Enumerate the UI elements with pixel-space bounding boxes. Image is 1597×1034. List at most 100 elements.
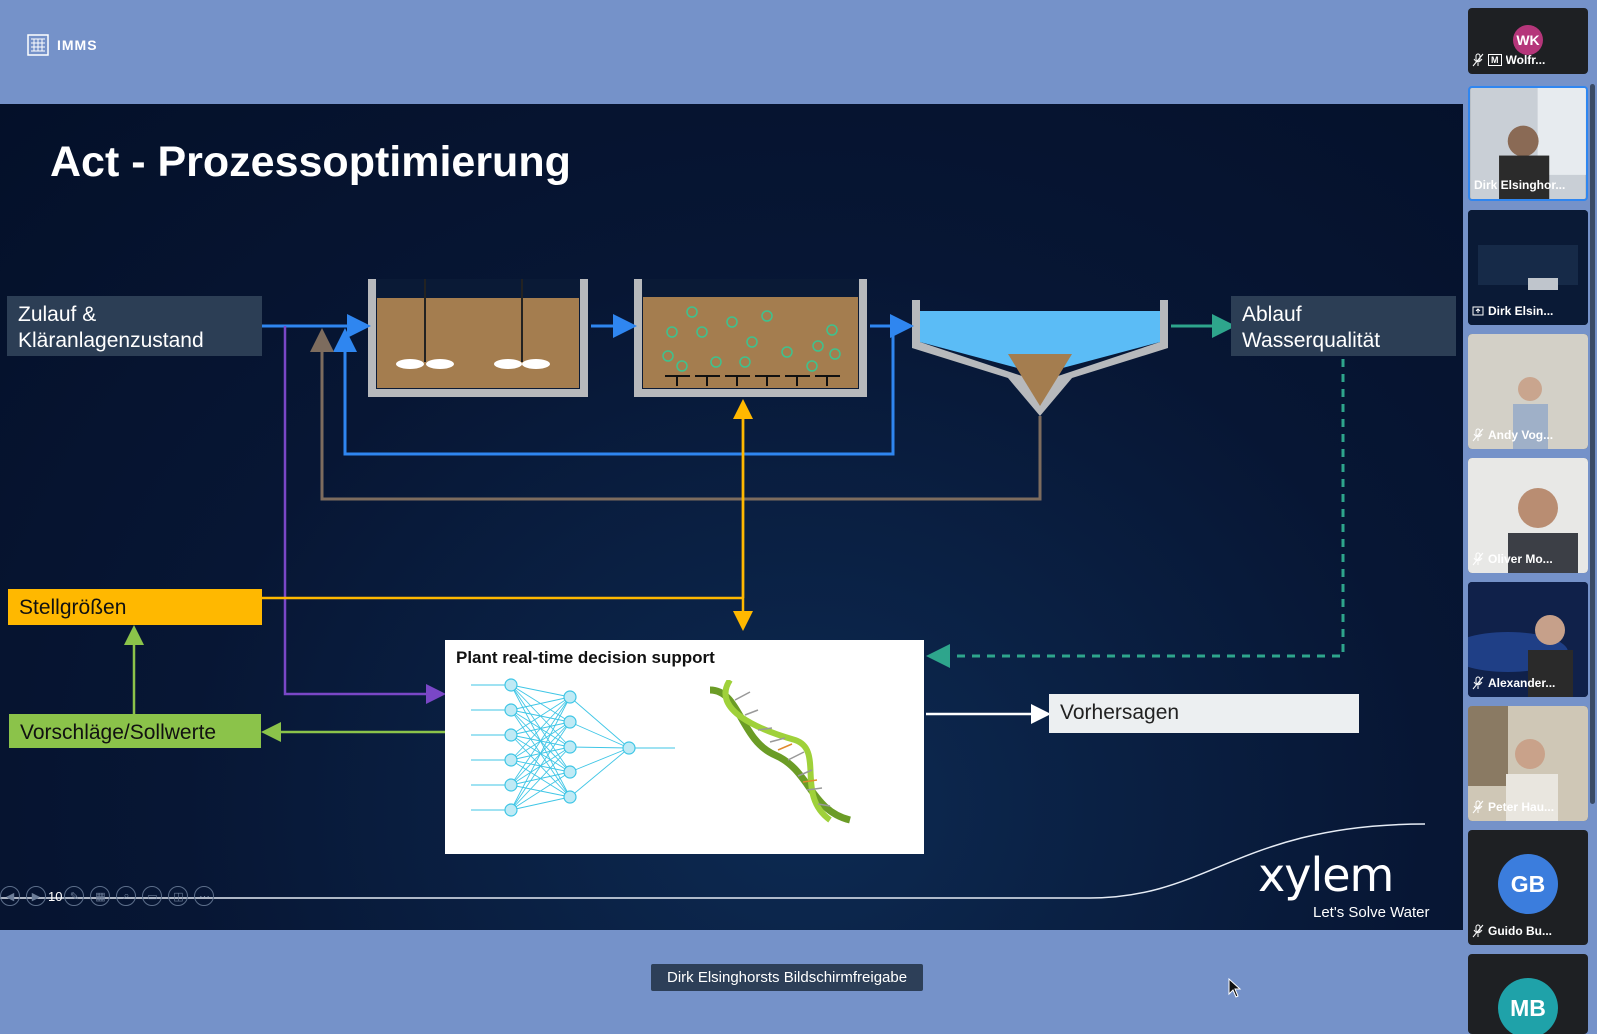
neural-link	[569, 721, 630, 749]
pen-tool-button[interactable]: ✎	[64, 886, 85, 906]
gallery-scrollbar[interactable]	[1590, 84, 1595, 804]
participant-video	[1468, 582, 1588, 697]
neural-link	[510, 684, 571, 698]
imms-logo-icon	[27, 34, 49, 56]
neural-link	[510, 796, 571, 811]
participant-name: Guido Bu...	[1488, 924, 1552, 938]
flow-internal-recycle	[333, 326, 895, 456]
predictions-label: Vorhersagen	[1049, 694, 1359, 733]
screen-share-label: Dirk Elsinghorsts Bildschirmfreigabe	[651, 964, 924, 991]
participant-tile[interactable]: Dirk Elsin...	[1468, 210, 1588, 325]
dna-helix-icon	[709, 680, 852, 824]
neural-node	[563, 765, 577, 779]
outflow-label-line1: Ablauf	[1242, 303, 1302, 326]
brand-text: IMMS	[57, 37, 98, 53]
neural-node	[504, 728, 518, 742]
participant-name: Andy Vog...	[1488, 428, 1554, 442]
aeration-tank	[634, 279, 867, 397]
neural-node	[622, 741, 636, 755]
slideshow-controls: ◀ ▶ 10 ✎ ▦ ⌕ ▭ ◫ ⋯	[0, 884, 215, 908]
controls-label: Stellgrößen	[8, 589, 262, 625]
participant-name: Dirk Elsinghor...	[1474, 178, 1566, 192]
participant-name-bar: Peter Hau...	[1472, 797, 1584, 817]
neural-node	[504, 703, 518, 717]
participant-video	[1468, 706, 1588, 821]
mouse-cursor-icon	[1228, 978, 1242, 998]
participant-video	[1468, 458, 1588, 573]
neural-node	[504, 678, 518, 692]
zoom-button[interactable]: ⌕	[116, 886, 137, 906]
participant-name-bar: Andy Vog...	[1472, 425, 1584, 445]
camera-button[interactable]: ◫	[168, 886, 189, 906]
slide-wave	[0, 823, 1426, 899]
participant-name-bar: Guido Bu...	[1472, 921, 1584, 941]
neural-link	[510, 696, 571, 811]
neural-node	[563, 690, 577, 704]
neural-link	[510, 721, 571, 811]
participant-tile[interactable]: Dirk Elsinghor...	[1468, 86, 1588, 201]
neural-node	[504, 753, 518, 767]
host-badge-icon: M	[1488, 54, 1502, 66]
more-options-button[interactable]: ⋯	[194, 886, 215, 906]
xylem-logo-text: xylem	[1258, 848, 1394, 902]
clarifier-tank	[912, 300, 1168, 416]
flow-outflow-feedback	[926, 359, 1345, 668]
participant-tile[interactable]: GB Guido Bu...	[1468, 830, 1588, 945]
shared-slide: Act - Prozessoptimierung	[0, 104, 1463, 930]
participant-tile[interactable]: Andy Vog...	[1468, 334, 1588, 449]
neural-node	[563, 740, 577, 754]
inflow-label-line1: Zulauf &	[18, 303, 97, 326]
subtitles-button[interactable]: ▭	[142, 886, 163, 906]
muted-mic-icon	[1472, 428, 1484, 442]
participant-video	[1470, 88, 1586, 199]
prev-slide-button[interactable]: ◀	[0, 886, 20, 906]
participant-name: Peter Hau...	[1488, 800, 1555, 814]
muted-mic-icon	[1472, 800, 1484, 814]
screen-share-preview	[1468, 210, 1588, 325]
participant-name-bar: Alexander...	[1472, 673, 1584, 693]
inflow-label: Zulauf & Kläranlagenzustand	[7, 296, 262, 356]
neural-node	[504, 803, 518, 817]
participant-tile[interactable]: Alexander...	[1468, 582, 1588, 697]
neural-node	[504, 778, 518, 792]
suggestions-label: Vorschläge/Sollwerte	[9, 714, 261, 748]
inflow-label-line2: Kläranlagenzustand	[18, 329, 204, 352]
see-all-slides-button[interactable]: ▦	[90, 886, 111, 906]
participant-name: Wolfr...	[1505, 53, 1546, 67]
mixing-tank	[368, 279, 588, 397]
process-diagram	[0, 279, 1426, 899]
participant-tile[interactable]: Oliver Mo...	[1468, 458, 1588, 573]
participant-name-bar: Oliver Mo...	[1472, 549, 1584, 569]
participant-video	[1468, 334, 1588, 449]
participant-tile[interactable]: MB	[1468, 954, 1588, 1034]
participant-tile[interactable]: Peter Hau...	[1468, 706, 1588, 821]
brand: IMMS	[27, 34, 98, 56]
muted-mic-icon	[1472, 552, 1484, 566]
participant-avatar: GB	[1498, 854, 1558, 914]
slide-page-number: 10	[48, 888, 63, 904]
neural-link	[510, 696, 571, 711]
flow-sludge-return	[310, 328, 1042, 501]
ai-panel-title: Plant real-time decision support	[456, 648, 715, 667]
participant-name: Oliver Mo...	[1488, 552, 1553, 566]
ai-decision-panel: Plant real-time decision support	[445, 640, 924, 854]
participant-name-bar: Dirk Elsin...	[1472, 301, 1584, 321]
muted-mic-icon	[1472, 676, 1484, 690]
outflow-label: Ablauf Wasserqualität	[1231, 296, 1456, 356]
xylem-tagline: Let's Solve Water	[1313, 904, 1430, 921]
neural-network-icon	[471, 678, 675, 817]
neural-link	[510, 696, 571, 736]
neural-link	[569, 747, 630, 798]
participant-name-bar: M Wolfr...	[1472, 50, 1584, 70]
neural-link	[510, 696, 571, 786]
neural-node	[563, 715, 577, 729]
neural-link	[510, 696, 571, 761]
participant-tile[interactable]: WK M Wolfr...	[1468, 8, 1588, 74]
participant-name-bar: Dirk Elsinghor...	[1474, 175, 1582, 195]
participant-avatar: MB	[1498, 978, 1558, 1034]
flow-purple-input	[283, 326, 446, 704]
neural-link	[510, 771, 571, 811]
neural-link	[569, 746, 630, 749]
neural-link	[569, 696, 630, 749]
next-slide-button[interactable]: ▶	[26, 886, 46, 906]
